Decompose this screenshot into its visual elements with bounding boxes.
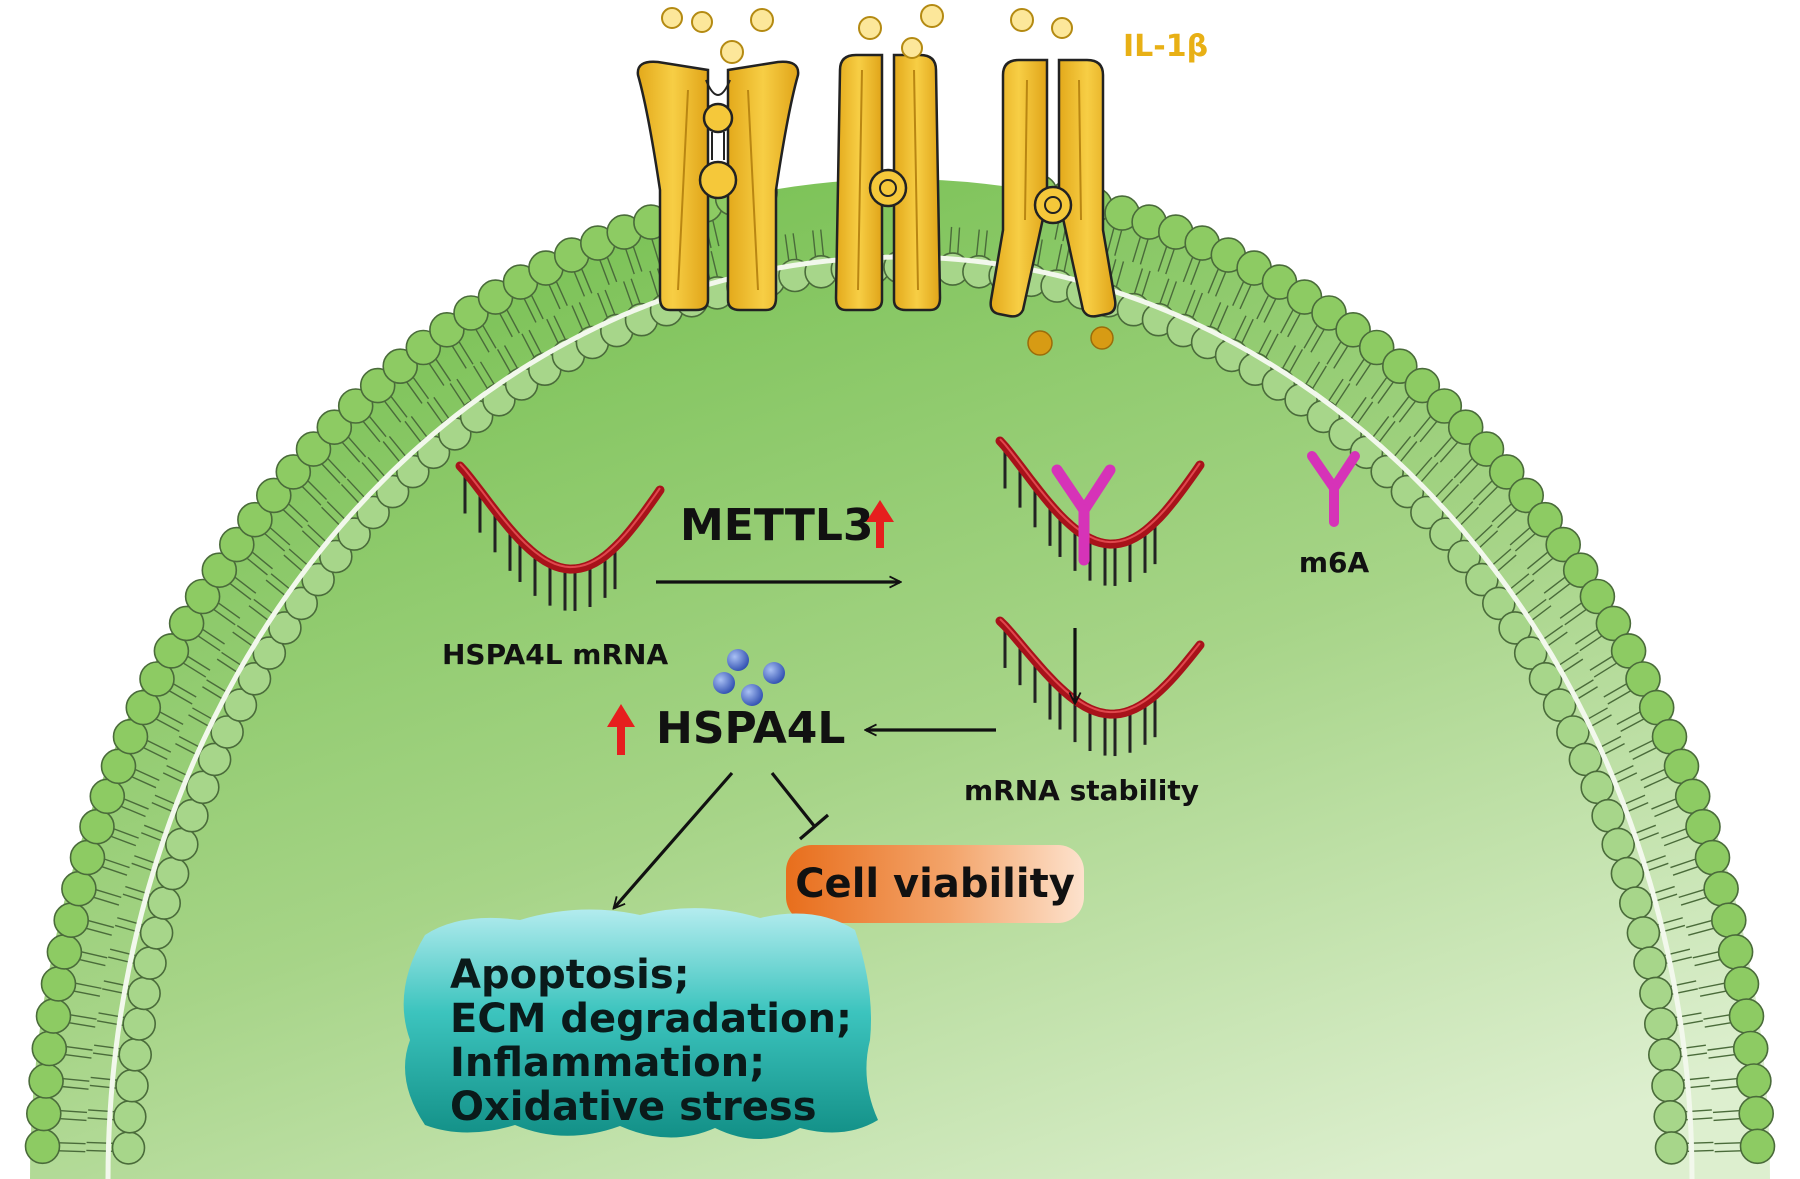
m6a-icon (1051, 464, 1116, 566)
outcome-text: Apoptosis; (450, 952, 690, 998)
receptor-icon (834, 53, 942, 312)
outcomes-cloud: Apoptosis; ECM degradation; Inflammation… (403, 908, 878, 1139)
stability-label: mRNA stability (964, 774, 1199, 807)
outcome-text: ECM degradation; (450, 996, 852, 1042)
receptor-group (636, 4, 1117, 356)
receptor-icon (989, 58, 1117, 318)
protein-label: HSPA4L (656, 703, 845, 754)
internalized-ligand (1027, 326, 1114, 356)
mrna-icon (455, 461, 665, 611)
protein-dots (713, 649, 785, 706)
mettl3-label: METTL3 (680, 500, 874, 551)
mrna-icon (995, 436, 1205, 586)
viability-box: Cell viability (786, 845, 1084, 923)
m6a-icon (1307, 451, 1360, 527)
outcome-text: Inflammation; (450, 1040, 765, 1086)
inhibit-bar (798, 813, 830, 841)
viability-label: Cell viability (795, 861, 1075, 907)
ligand-label: IL-1β (1123, 29, 1208, 64)
m6a-label: m6A (1299, 546, 1370, 579)
mrna-label: HSPA4L mRNA (442, 638, 668, 671)
ligand-dots (661, 4, 1073, 64)
cell-membrane (24, 174, 1776, 1165)
up-arrow-icon (866, 500, 894, 548)
protein-inhibit-viability-line (770, 772, 817, 828)
mrna-icon (995, 616, 1205, 757)
outcome-text: Oxidative stress (450, 1084, 817, 1130)
receptor-icon (636, 60, 800, 312)
protein-to-outcomes-arrow (614, 771, 734, 908)
cell-body (24, 174, 1776, 1179)
up-arrow-icon (607, 704, 635, 755)
pathway-arrows (614, 582, 1075, 908)
